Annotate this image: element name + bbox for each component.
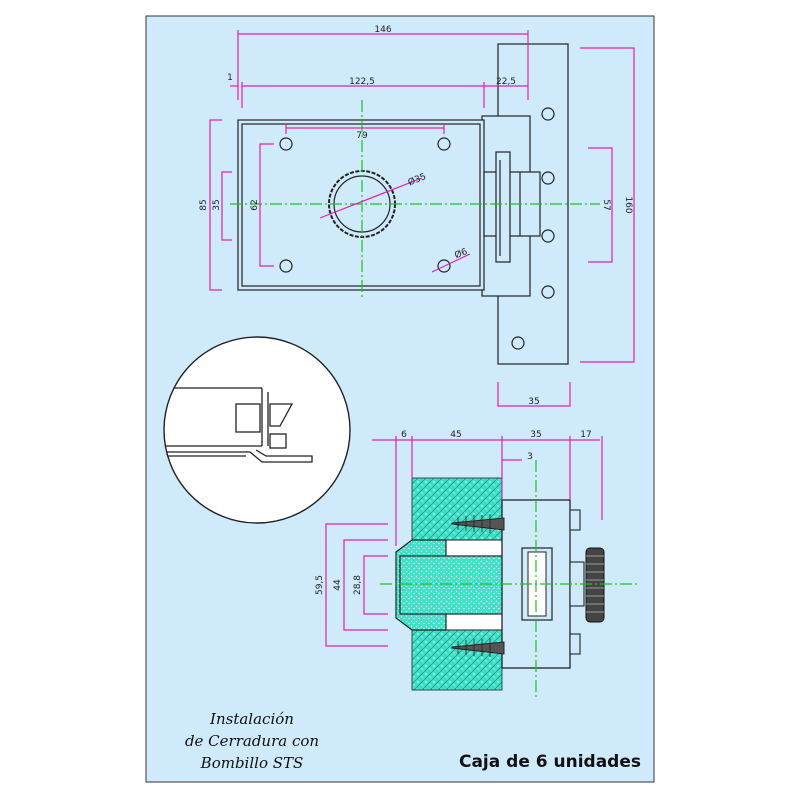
caption-line-2: de Cerradura con <box>185 732 319 750</box>
caption-line-1: Instalación <box>209 710 294 728</box>
section-centerlines <box>380 460 640 700</box>
dim-35-bottom: 35 <box>528 397 539 407</box>
screw-hole <box>279 259 293 273</box>
strike-plate-hole <box>541 171 555 185</box>
lock-body-inner <box>241 123 481 287</box>
front-view <box>237 43 569 365</box>
dim-22-5: 22,5 <box>496 77 516 87</box>
lock-body <box>237 119 485 291</box>
dim-122-5: 122,5 <box>349 77 375 87</box>
front-centerlines <box>230 100 600 300</box>
strike-plate-hole <box>541 229 555 243</box>
dim-6: 6 <box>401 430 407 440</box>
section-dimension-lines <box>325 436 603 647</box>
dim-57: 57 <box>601 199 611 210</box>
dim-44: 44 <box>333 579 343 591</box>
dim-62: 62 <box>250 199 260 210</box>
dim-35-section: 35 <box>530 430 541 440</box>
dim-diameter-6: Ø6 <box>453 246 469 261</box>
diameter-leader <box>319 177 423 219</box>
wood-screws <box>451 517 505 655</box>
strike-plate-hole <box>511 336 525 350</box>
box-label: Caja de 6 unidades <box>459 752 641 772</box>
dim-160: 160 <box>623 196 633 213</box>
strike-plate-hole <box>541 285 555 299</box>
front-dimension-lines <box>209 30 635 407</box>
cylinder-core <box>399 555 509 615</box>
bolt-head <box>495 151 511 263</box>
dim-35-left: 35 <box>212 199 222 210</box>
dim-85: 85 <box>199 199 209 210</box>
dim-1: 1 <box>227 73 233 83</box>
caption-line-3: Bombillo STS <box>200 754 304 772</box>
strike-plate-hole <box>541 107 555 121</box>
dim-28-8: 28,8 <box>353 575 363 595</box>
dim-79: 79 <box>356 131 368 141</box>
dim-59-5: 59,5 <box>315 575 325 595</box>
detail-circle <box>163 336 351 524</box>
screw-hole <box>279 137 293 151</box>
dim-3: 3 <box>527 452 533 462</box>
thumb-knob <box>585 547 605 623</box>
detail-view <box>163 336 351 524</box>
dim-146: 146 <box>374 25 391 35</box>
screw-hole <box>437 259 451 273</box>
dim-45: 45 <box>450 430 461 440</box>
screw-hole <box>437 137 451 151</box>
dim-17: 17 <box>580 430 591 440</box>
diameter-leader-small <box>431 253 471 273</box>
